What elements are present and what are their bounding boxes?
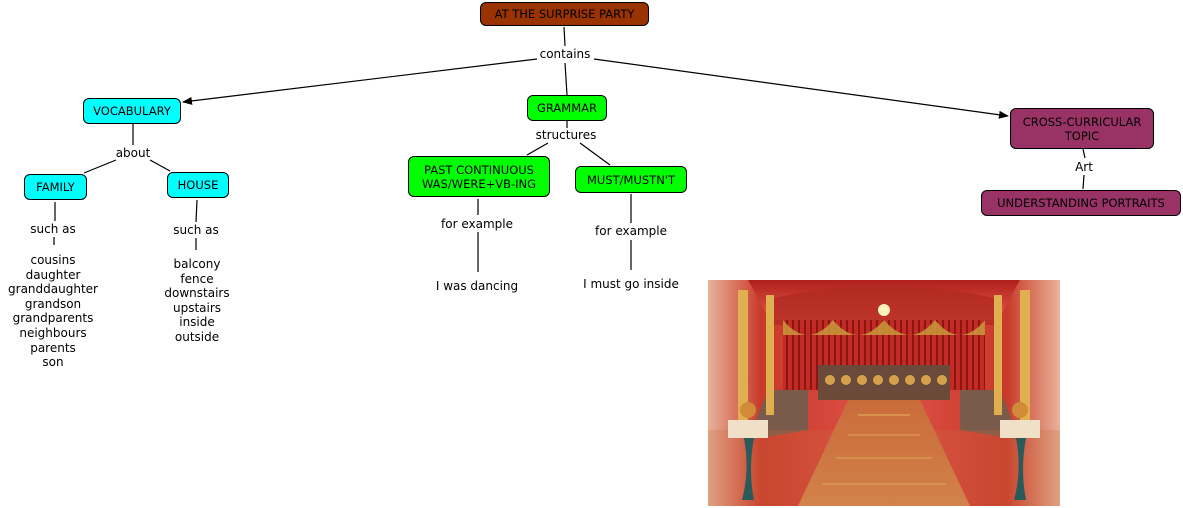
list-item: outside (174, 329, 220, 344)
cross-curricular-node[interactable]: CROSS-CURRICULAR TOPIC (1010, 108, 1154, 149)
list-item: grandparents (12, 311, 94, 326)
list-item: inside (179, 315, 215, 330)
family-word-list: cousins daughter granddaughter grandson … (8, 253, 98, 370)
example-must: I must go inside (583, 277, 679, 291)
family-node[interactable]: FAMILY (24, 174, 87, 200)
understanding-portraits-label: UNDERSTANDING PORTRAITS (997, 196, 1165, 210)
list-item: parents (30, 340, 76, 355)
list-item: downstairs (164, 286, 230, 301)
link-past-for-example: for example (441, 217, 513, 231)
cross-curricular-label-1: CROSS-CURRICULAR (1022, 114, 1142, 129)
list-item: neighbours (19, 325, 87, 340)
link-family-such-as: such as (30, 222, 76, 236)
link-about: about (115, 146, 151, 160)
link-structures: structures (535, 128, 597, 142)
list-item: daughter (25, 267, 81, 282)
link-art: Art (1075, 160, 1093, 174)
root-label: AT THE SURPRISE PARTY (494, 7, 635, 21)
root-node[interactable]: AT THE SURPRISE PARTY (480, 2, 649, 26)
party-room-photo (708, 280, 1060, 506)
grammar-node[interactable]: GRAMMAR (527, 95, 607, 121)
list-item: son (42, 355, 64, 370)
list-item: cousins (30, 253, 76, 267)
link-contains: contains (539, 47, 591, 61)
must-node[interactable]: MUST/MUSTN'T (575, 166, 687, 193)
link-must-for-example: for example (595, 224, 667, 238)
vocabulary-node[interactable]: VOCABULARY (83, 98, 181, 124)
example-past: I was dancing (435, 279, 519, 293)
past-continuous-label-1: PAST CONTINUOUS (424, 162, 534, 177)
past-continuous-label-2: WAS/WERE+VB-ING (421, 176, 537, 191)
list-item: balcony (173, 257, 221, 271)
cross-curricular-label-2: TOPIC (1064, 128, 1100, 143)
house-node[interactable]: HOUSE (167, 172, 229, 198)
must-label: MUST/MUSTN'T (587, 172, 675, 187)
understanding-portraits-node[interactable]: UNDERSTANDING PORTRAITS (981, 190, 1181, 216)
house-label: HOUSE (177, 178, 219, 192)
grammar-label: GRAMMAR (536, 101, 597, 115)
family-label: FAMILY (36, 180, 75, 194)
list-item: grandson (24, 296, 82, 311)
vocabulary-label: VOCABULARY (93, 104, 171, 118)
past-continuous-node[interactable]: PAST CONTINUOUS WAS/WERE+VB-ING (408, 156, 550, 197)
link-house-such-as: such as (173, 223, 219, 237)
list-item: granddaughter (8, 282, 98, 297)
list-item: upstairs (172, 300, 222, 315)
list-item: fence (180, 271, 214, 286)
house-word-list: balcony fence downstairs upstairs inside… (164, 257, 229, 345)
